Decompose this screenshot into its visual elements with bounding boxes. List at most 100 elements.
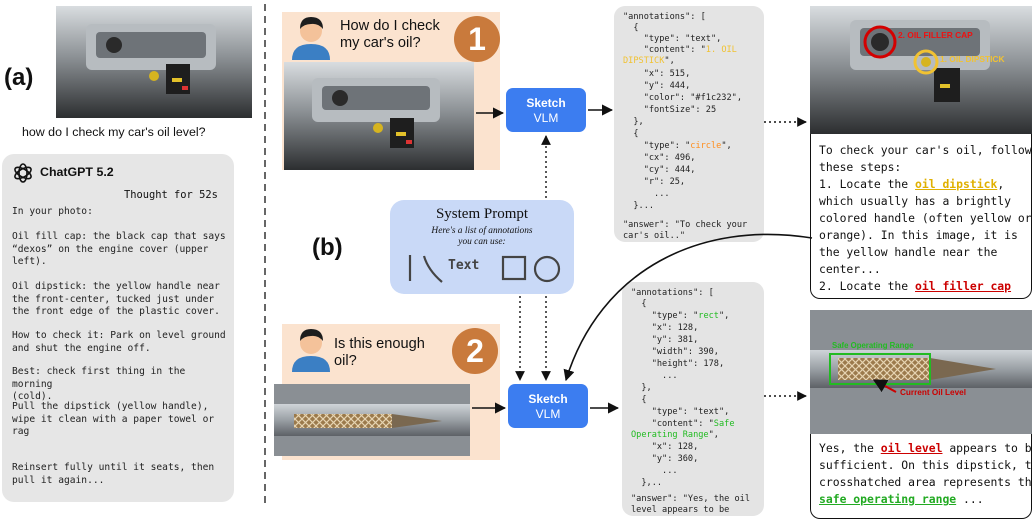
answer-line: these steps: bbox=[819, 160, 902, 174]
highlight-oil-dipstick: oil dipstick bbox=[915, 177, 998, 191]
openai-logo-icon bbox=[14, 163, 32, 183]
curve-tool-icon bbox=[422, 255, 443, 283]
line-tool-icon bbox=[408, 255, 412, 281]
json-line: "content": "Safe bbox=[631, 419, 735, 429]
annotation-safe-range: Safe Operating Range bbox=[832, 341, 914, 350]
answer-line: To check your car's oil, follow bbox=[819, 143, 1032, 157]
json-line: "color": "#f1c232", bbox=[623, 93, 742, 103]
answer-line: colored handle (often yellow or bbox=[819, 211, 1032, 225]
json-line: { bbox=[623, 129, 639, 139]
json-line: "x": 128, bbox=[631, 442, 699, 452]
user-question-a: how do I check my car's oil level? bbox=[22, 125, 206, 139]
json-line: "type": "text", bbox=[631, 407, 730, 417]
answer-text: appears to be bbox=[942, 441, 1032, 455]
chat-line: Oil dipstick: the yellow handle near the… bbox=[12, 281, 220, 318]
json-line: "r": 25, bbox=[623, 177, 686, 187]
answer-text: 1. Locate the bbox=[819, 177, 916, 191]
annotation-oil-dipstick: 1. OIL DIPSTICK bbox=[940, 54, 1005, 64]
answer-text: ... bbox=[956, 492, 984, 506]
answer-line: Yes, the oil level appears to be bbox=[819, 440, 1032, 457]
chat-line: Pull the dipstick (yellow handle), wipe … bbox=[12, 401, 215, 438]
answer-line: center... bbox=[819, 262, 881, 276]
json-line: "type": "rect", bbox=[631, 311, 730, 321]
user-question-2: Is this enough oil? bbox=[334, 336, 425, 369]
json-value-green: rect bbox=[698, 311, 719, 321]
sketch-vlm-box-2: Sketch VLM bbox=[508, 384, 588, 428]
json-line: "type": "text", bbox=[623, 34, 722, 44]
highlight-oil-level: oil level bbox=[880, 441, 943, 455]
text-tool-icon: Text bbox=[448, 258, 480, 273]
rect-tool-icon bbox=[501, 255, 527, 281]
vlm-title: Sketch bbox=[526, 96, 566, 110]
annotated-dipstick-photo: Safe Operating Range Current Oil Level bbox=[810, 310, 1032, 434]
panel-a-label: (a) bbox=[4, 64, 34, 91]
chat-line: How to check it: Park on level ground an… bbox=[12, 330, 226, 354]
annotated-engine-photo: 2. OIL FILLER CAP 1. OIL DIPSTICK bbox=[810, 6, 1032, 134]
json-line: "annotations": [ bbox=[623, 12, 706, 22]
json-line: DIPSTICK", bbox=[623, 56, 675, 66]
json-line: "height": 178, bbox=[631, 359, 725, 369]
json-line: "answer": "Yes, the oil bbox=[631, 494, 750, 504]
highlight-safe-range: safe operating range bbox=[819, 492, 957, 506]
step-number-1: 1 bbox=[454, 16, 500, 62]
arrow-output1-to-vlm2 bbox=[563, 233, 813, 382]
json-value-orange: circle bbox=[690, 141, 722, 151]
engine-photo-a bbox=[56, 6, 252, 118]
json-value-yellow: DIPSTICK bbox=[623, 56, 665, 66]
chat-line: Oil fill cap: the black cap that says “d… bbox=[12, 231, 226, 268]
system-prompt-subtitle: Here's a list of annotations you can use… bbox=[431, 226, 533, 247]
answer-line: orange). In this image, it is bbox=[819, 228, 1018, 242]
highlight-oil-filler-cap: oil filler cap bbox=[915, 279, 1012, 293]
user-avatar-icon bbox=[292, 329, 330, 372]
chatgpt-panel: ChatGPT 5.2 Thought for 52s In your phot… bbox=[2, 154, 234, 502]
oil-filler-cap-marker bbox=[863, 25, 897, 59]
json-line: level appears to be bbox=[631, 505, 730, 515]
answer-text: 2. Locate the bbox=[819, 279, 916, 293]
vlm-title: Sketch bbox=[528, 392, 568, 406]
answer-text: , bbox=[997, 177, 1005, 191]
json-line: "fontSize": 25 bbox=[623, 105, 717, 115]
json-value-green: Operating Range bbox=[631, 430, 709, 440]
json-line: Operating Range", bbox=[631, 430, 719, 440]
system-prompt-title: System Prompt bbox=[435, 206, 529, 222]
answer-line: 2. Locate the oil filler cap bbox=[819, 278, 1011, 295]
json-line: "cy": 444, bbox=[623, 165, 696, 175]
json-value-green: Safe bbox=[713, 419, 735, 429]
chat-title: ChatGPT 5.2 bbox=[40, 165, 114, 179]
json-line: }... bbox=[623, 201, 655, 211]
chat-line: Reinsert fully until it seats, then pull… bbox=[12, 462, 215, 486]
json-line: "x": 515, bbox=[623, 69, 691, 79]
chat-thought: Thought for 52s bbox=[124, 189, 218, 201]
json-value-yellow: 1. OIL bbox=[705, 45, 737, 55]
json-line: },.. bbox=[631, 478, 663, 488]
chat-line: In your photo: bbox=[12, 206, 93, 217]
dipstick-photo-2 bbox=[274, 384, 470, 456]
json-line: car's oil.." bbox=[623, 231, 686, 241]
json-output-2: "annotations": [ { "type": "rect", "x": … bbox=[622, 282, 764, 516]
vlm-subtitle: VLM bbox=[533, 111, 559, 125]
sketch-vlm-box-1: Sketch VLM bbox=[506, 88, 586, 132]
json-line: { bbox=[623, 23, 639, 33]
answer-text: Yes, the bbox=[819, 441, 881, 455]
json-line: ... bbox=[623, 189, 670, 199]
json-line: "annotations": [ bbox=[631, 288, 714, 298]
panel-b-label: (b) bbox=[312, 234, 343, 261]
system-prompt-box: System Prompt Here's a list of annotatio… bbox=[390, 200, 574, 294]
circle-tool-icon bbox=[533, 255, 561, 283]
json-line: { bbox=[631, 299, 647, 309]
json-line: "width": 390, bbox=[631, 347, 719, 357]
json-line: "cx": 496, bbox=[623, 153, 696, 163]
chat-line: Best: check first thing in the morning (… bbox=[12, 366, 186, 403]
json-line: "answer": "To check your bbox=[623, 220, 748, 230]
answer-line: which usually has a brightly bbox=[819, 194, 1012, 208]
user-question-1: How do I check my car's oil? bbox=[340, 18, 440, 51]
json-line: }, bbox=[623, 117, 644, 127]
answer-box-1: To check your car's oil, follow these st… bbox=[810, 134, 1032, 299]
json-line: "x": 128, bbox=[631, 323, 699, 333]
annotation-current-level: Current Oil Level bbox=[900, 388, 966, 397]
json-line: "content": "1. OIL bbox=[623, 45, 737, 55]
json-line: ... bbox=[631, 371, 678, 381]
json-output-1: "annotations": [ { "type": "text", "cont… bbox=[614, 6, 764, 242]
json-line: "y": 381, bbox=[631, 335, 699, 345]
